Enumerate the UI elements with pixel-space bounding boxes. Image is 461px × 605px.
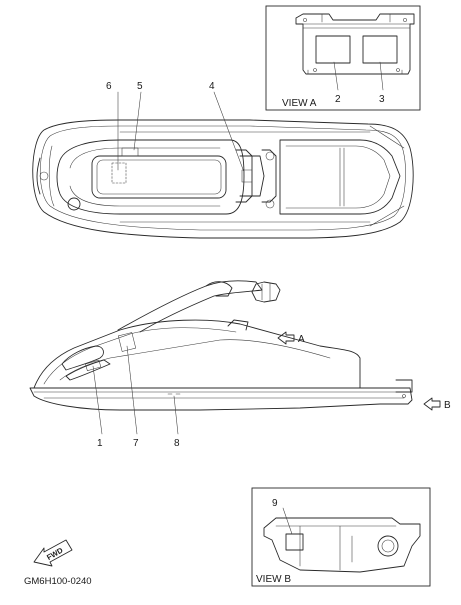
callout-6: 6 [106,81,112,92]
view-a-arrow [277,331,295,345]
top-view-watercraft: 6 5 4 [32,81,414,239]
handle-grip-left [265,151,275,161]
callout-7: 7 [133,438,139,449]
view-b-bracket [263,517,421,573]
callout-3: 3 [379,94,385,105]
view-a-frame [265,5,421,111]
bow-nose [36,157,41,195]
leader-5 [133,91,142,151]
leader-7 [126,345,138,435]
leader-9 [282,507,293,535]
leader-2 [333,61,339,91]
view-b-port-inner [381,539,395,553]
front-hood [56,139,245,215]
handlepole [239,155,265,197]
callout-9: 9 [272,498,278,509]
callout-4: 4 [209,81,215,92]
view-a-bracket [295,13,415,75]
hull-outline [32,119,414,239]
view-a-inset: 2 3 VIEW A [265,5,421,111]
arrow-b-label: B [444,400,451,411]
view-b-bracket-detail [275,525,397,571]
side-view-watercraft: A B 1 7 8 [29,280,451,449]
side-deck [33,319,361,389]
part-code: GM6H100-0240 [24,576,92,587]
side-vent [227,319,249,331]
view-a-hole [396,68,400,72]
handle-grip-right [265,199,275,209]
handlebar-side [251,281,281,303]
side-hull [29,387,413,411]
view-b-frame [251,487,431,587]
fwd-indicator: FWD [33,539,73,567]
view-b-label: VIEW B [256,574,291,585]
stern-fitting [402,394,406,398]
view-b-port [377,535,399,557]
stern-step [395,379,413,393]
callout-2: 2 [335,94,341,105]
view-a-label: VIEW A [282,98,317,109]
side-intake-lower [65,359,111,381]
standing-tray [279,139,401,215]
view-b-inset: 9 VIEW B [251,487,431,587]
label-5-rect [121,147,139,157]
handlepole-side [117,280,263,333]
leader-1 [92,365,103,435]
view-a-hole [313,68,317,72]
label-7-rect [117,332,137,352]
label-2-rect [315,35,351,64]
callout-8: 8 [174,438,180,449]
label-9-rect [285,533,304,551]
view-b-arrow [423,397,441,411]
view-a-bracket-detail [302,13,411,29]
storage-compartment-rim [96,159,222,195]
stern-corners [369,125,405,227]
view-a-bracket-feet [307,69,403,75]
label-1-rect [85,359,102,372]
label-4-rect [241,169,253,183]
side-deck-contour [43,327,237,385]
gunwale-lines [119,131,371,223]
fwd-arrow [33,539,73,567]
label-6-rect [111,162,127,184]
hull-inner-line [39,125,406,231]
storage-compartment [91,155,227,199]
side-intake [61,345,104,371]
hood-contours [69,147,221,207]
callout-5: 5 [137,81,143,92]
leader-4 [213,91,245,173]
handlebar-grip-lines [261,282,271,302]
leader-3 [379,61,384,91]
side-body-line [59,339,331,381]
bow-deck-line [48,145,55,207]
callout-1: 1 [97,438,103,449]
bow-eye [39,171,49,181]
handlebar [261,149,277,203]
leader-8 [173,395,179,435]
fuel-cap [67,197,81,211]
handlepole-hinge [205,281,233,297]
view-a-hole [403,18,407,22]
arrow-a-label: A [298,334,305,345]
tray-inner [285,145,391,209]
view-a-hole [303,18,307,22]
